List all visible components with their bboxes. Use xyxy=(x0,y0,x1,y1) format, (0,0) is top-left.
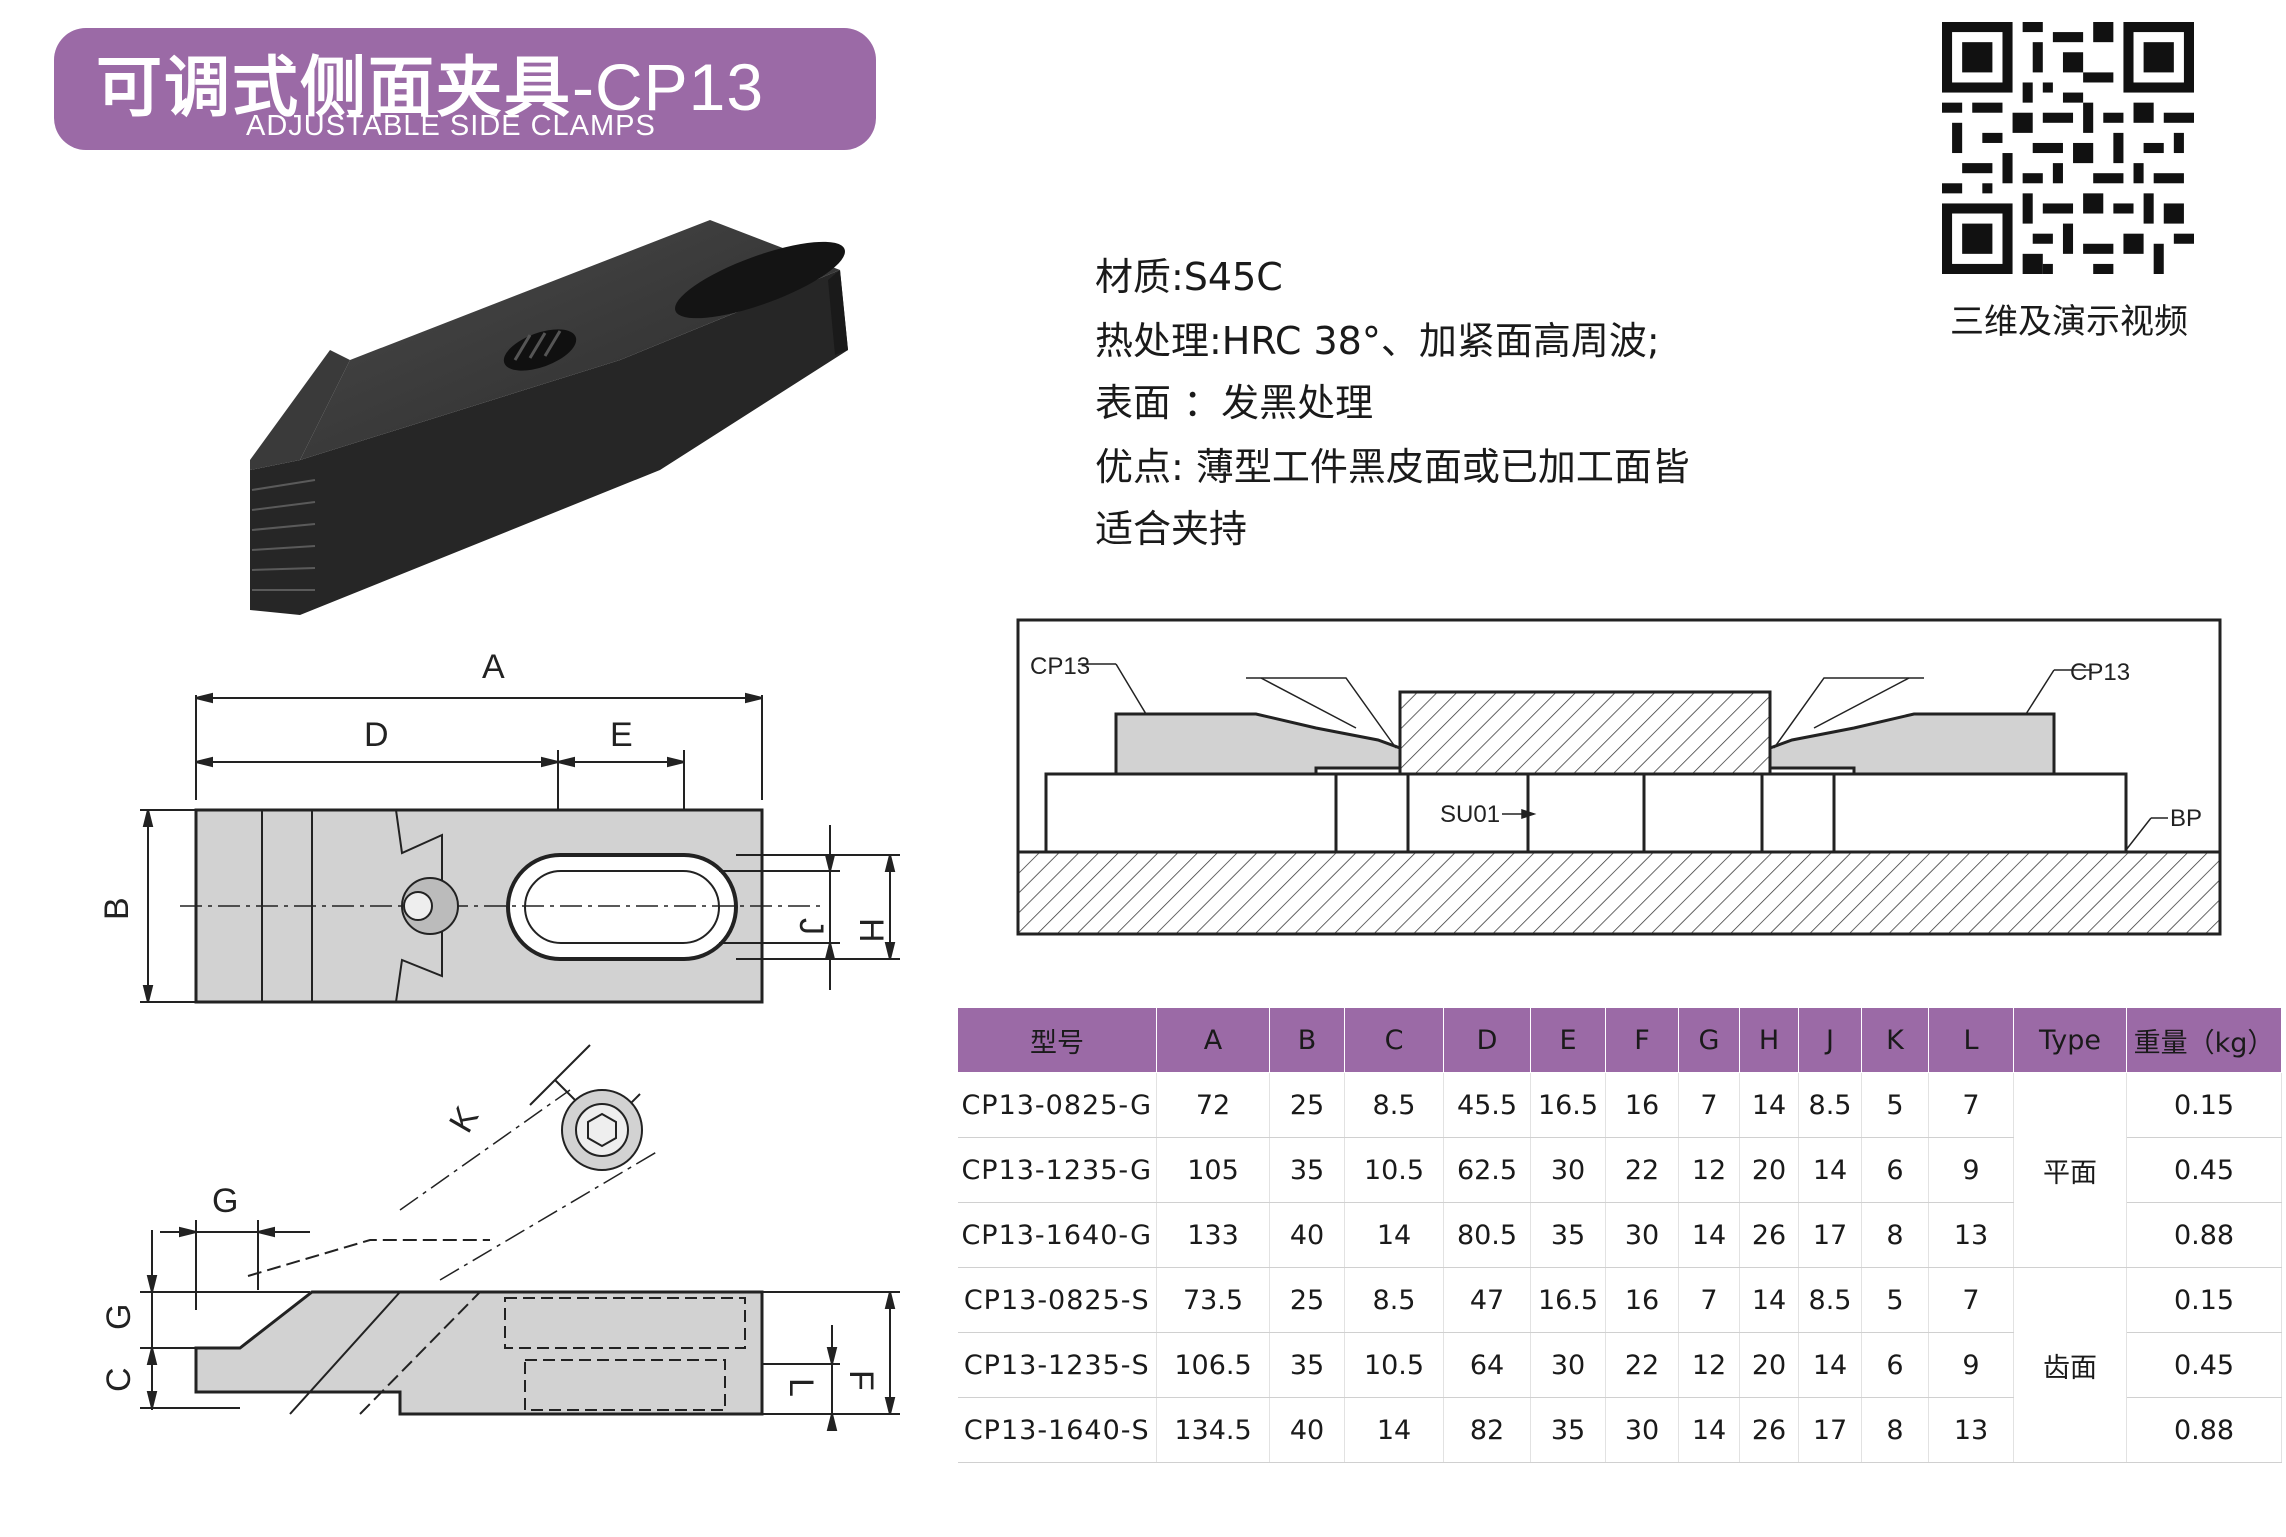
page-subtitle: ADJUSTABLE SIDE CLAMPS xyxy=(246,110,656,142)
assembly-left-label: CP13 xyxy=(1030,653,1090,680)
spec-surface: 表面 ：发黑处理 xyxy=(1095,381,1374,425)
col-g: G xyxy=(1678,1007,1740,1073)
title-banner: 可调式侧面夹具-CP13 ADJUSTABLE SIDE CLAMPS xyxy=(54,28,876,150)
col-h: H xyxy=(1739,1007,1799,1073)
col-model: 型号 xyxy=(957,1007,1157,1073)
dim-c-label: C xyxy=(100,1367,138,1392)
col-weight: 重量（kg） xyxy=(2126,1007,2282,1073)
page-title: 可调式侧面夹具-CP13 xyxy=(96,49,765,126)
spec-material: 材质:S45C xyxy=(1095,255,1283,299)
assembly-drawing: CP13 CP13 SU01 BP xyxy=(1016,618,2222,936)
spec-table: 型号 A B C D E F G H J K L Type 重量（kg） CP1… xyxy=(957,1007,2282,1463)
dim-d-label: D xyxy=(364,716,389,754)
dim-l-label: L xyxy=(782,1378,820,1397)
dim-e-label: E xyxy=(610,716,633,754)
type-group-toothed: 齿面 xyxy=(2013,1267,2127,1463)
col-b: B xyxy=(1269,1007,1345,1073)
side-view-drawing: K G G C F L xyxy=(100,1044,900,1431)
assembly-right-label: CP13 xyxy=(2070,659,2130,686)
dim-a-label: A xyxy=(482,650,505,686)
col-f: F xyxy=(1605,1007,1679,1073)
dim-h-label: H xyxy=(852,918,890,943)
assembly-center-label: SU01 xyxy=(1440,801,1500,828)
spec-advantage: 优点: 薄型工件黑皮面或已加工面皆 xyxy=(1095,445,1690,489)
col-l: L xyxy=(1928,1007,2014,1073)
table-header-row: 型号 A B C D E F G H J K L Type 重量（kg） xyxy=(957,1007,2282,1073)
dim-k-label: K xyxy=(442,1100,486,1139)
col-c: C xyxy=(1344,1007,1444,1073)
col-d: D xyxy=(1443,1007,1531,1073)
dim-g-side-label: G xyxy=(100,1304,138,1330)
dim-f-label: F xyxy=(842,1370,880,1391)
dim-b-label: B xyxy=(100,897,136,920)
top-view-drawing: A D E B J H xyxy=(100,650,900,1004)
assembly-base-label: BP xyxy=(2170,805,2202,832)
col-type: Type xyxy=(2013,1007,2127,1073)
product-photo xyxy=(250,220,848,615)
dim-j-label: J xyxy=(792,918,830,935)
qr-code[interactable] xyxy=(1942,22,2194,274)
qr-caption: 三维及演示视频 xyxy=(1950,302,2188,342)
col-e: E xyxy=(1530,1007,1606,1073)
dim-g-top-label: G xyxy=(212,1182,238,1220)
spec-advantage-cont: 适合夹持 xyxy=(1095,507,1248,551)
col-a: A xyxy=(1156,1007,1270,1073)
spec-heat-treatment: 热处理:HRC 38°、加紧面高周波; xyxy=(1095,319,1660,363)
type-group-flat: 平面 xyxy=(2013,1072,2127,1268)
col-k: K xyxy=(1861,1007,1929,1073)
col-j: J xyxy=(1798,1007,1862,1073)
